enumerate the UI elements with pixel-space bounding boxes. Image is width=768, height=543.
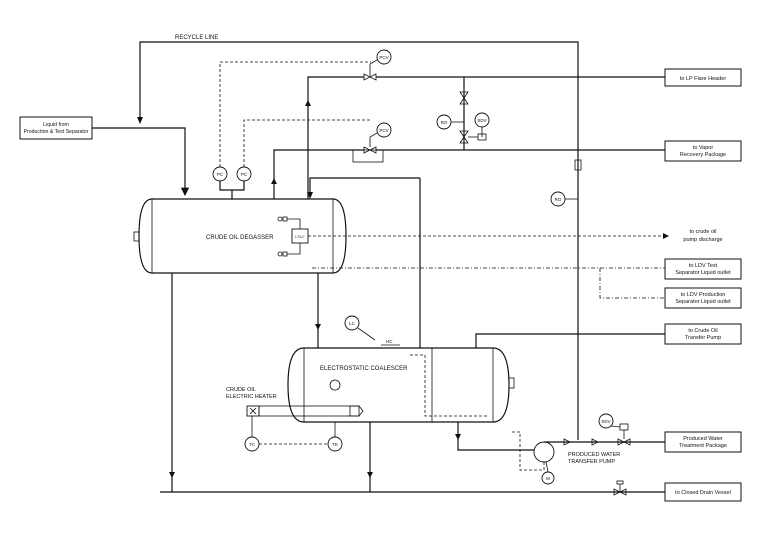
- crude-oil-degasser: CRUDE OIL DEGASSER LT/LC: [133, 198, 347, 274]
- degasser-to-coalescer-lines: [307, 177, 421, 348]
- pump-body: [533, 441, 555, 463]
- svg-text:to LDV Test: to LDV Test: [689, 263, 718, 269]
- dashed-outlets: [308, 233, 669, 299]
- svg-text:RO: RO: [441, 120, 448, 125]
- recycle-line-label: RECYCLE LINE: [175, 35, 218, 41]
- lc-group: LC HC: [344, 315, 400, 346]
- inlet-line: [92, 127, 190, 197]
- svg-text:ELECTRIC HEATER: ELECTRIC HEATER: [226, 394, 277, 400]
- outlet-closed-drain: to Closed Drain Vessel: [664, 482, 742, 502]
- svg-text:TRANSFER PUMP: TRANSFER PUMP: [568, 459, 615, 465]
- pcv-1: [376, 49, 392, 65]
- svg-text:to Crude Oil: to Crude Oil: [688, 328, 717, 334]
- pcv-2: [376, 122, 392, 138]
- svg-text:PC: PC: [241, 172, 248, 177]
- svg-text:to LDV Production: to LDV Production: [681, 292, 726, 298]
- svg-text:Liquid from: Liquid from: [43, 122, 69, 128]
- recycle-line: RECYCLE LINE: [137, 35, 579, 172]
- outlet-crude-oil-transfer-pump: to Crude Oil Transfer Pump: [664, 323, 742, 345]
- svg-text:Transfer Pump: Transfer Pump: [685, 335, 721, 341]
- sdv-2: [598, 413, 614, 429]
- svg-text:pump discharge: pump discharge: [683, 237, 722, 243]
- svg-text:Separator Liquid outlet: Separator Liquid outlet: [675, 299, 731, 305]
- outlet-ldv-production: to LDV Production Separator Liquid outle…: [664, 287, 742, 309]
- drain-lines: [160, 273, 665, 496]
- svg-text:Recovery Package: Recovery Package: [680, 152, 726, 158]
- svg-text:PC: PC: [217, 172, 224, 177]
- svg-text:CRUDE OIL: CRUDE OIL: [226, 387, 256, 393]
- gas-lines: PCV PCV: [271, 49, 665, 199]
- svg-text:SDV: SDV: [477, 118, 486, 123]
- sdv-2-group: SDV: [563, 413, 665, 446]
- svg-text:RO: RO: [555, 197, 562, 202]
- sdv-ro-branch: RO SDV: [436, 77, 490, 150]
- coalescer-label: ELECTROSTATIC COALESCER: [320, 366, 408, 372]
- svg-text:Production & Test Separator: Production & Test Separator: [24, 129, 89, 135]
- electric-heater: CRUDE OIL ELECTRIC HEATER: [226, 387, 364, 417]
- temperature-loop: TC TE: [244, 416, 343, 452]
- svg-text:M: M: [546, 476, 550, 481]
- svg-text:TC: TC: [249, 442, 256, 447]
- svg-text:HC: HC: [386, 339, 393, 344]
- electrostatic-coalescer: ELECTROSTATIC COALESCER: [287, 347, 515, 423]
- svg-text:Treatment Package: Treatment Package: [679, 443, 727, 449]
- svg-text:Separator Liquid outlet: Separator Liquid outlet: [675, 270, 731, 276]
- svg-text:to Vapor: to Vapor: [693, 145, 714, 151]
- degasser-label: CRUDE OIL DEGASSER: [206, 235, 274, 241]
- outlet-lp-flare: to LP Flare Header: [664, 68, 742, 87]
- ro-2-group: RO: [550, 159, 582, 440]
- svg-text:SDV: SDV: [601, 419, 610, 424]
- svg-text:LC: LC: [349, 321, 356, 326]
- produced-water-pump: M PRODUCED WATER TRANSFER PUMP: [455, 422, 620, 485]
- svg-text:to crude oil: to crude oil: [690, 229, 717, 235]
- outlet-ldv-test: to LDV Test Separator Liquid outlet: [664, 258, 742, 280]
- outlet-produced-water-treatment: Produced Water Treatment Package: [664, 431, 742, 453]
- lc: [344, 315, 360, 331]
- svg-text:PCV: PCV: [379, 55, 388, 60]
- pc-instruments: PC PC: [212, 61, 371, 199]
- outlet-crude-oil-pump-discharge: to crude oil pump discharge: [683, 229, 722, 243]
- svg-text:PCV: PCV: [379, 128, 388, 133]
- svg-text:TE: TE: [332, 442, 338, 447]
- svg-text:to Closed Drain Vessel: to Closed Drain Vessel: [675, 490, 731, 496]
- svg-text:to LP Flare Header: to LP Flare Header: [680, 76, 727, 82]
- crude-oil-outlet-line: [475, 333, 665, 348]
- svg-text:PRODUCED WATER: PRODUCED WATER: [568, 452, 620, 458]
- inlet-box: Liquid from Production & Test Separator: [19, 116, 93, 140]
- svg-text:LT/LC: LT/LC: [295, 235, 305, 239]
- svg-text:Produced Water: Produced Water: [683, 436, 723, 442]
- outlet-vapor-recovery: to Vapor Recovery Package: [664, 140, 742, 162]
